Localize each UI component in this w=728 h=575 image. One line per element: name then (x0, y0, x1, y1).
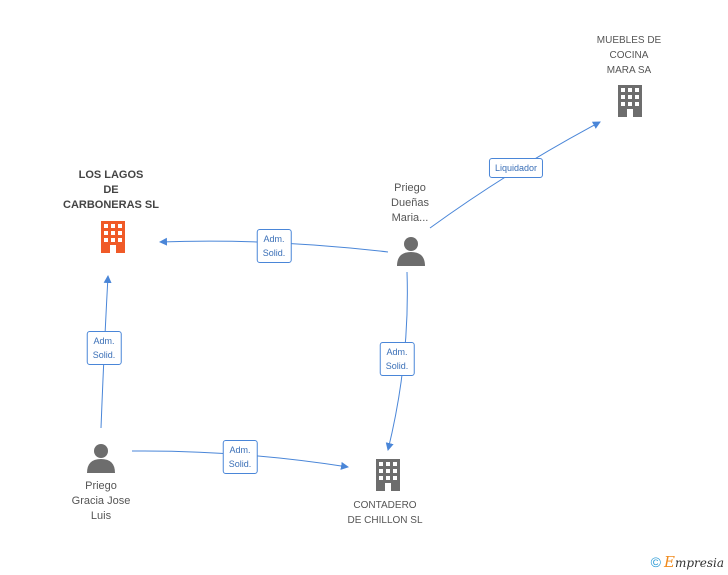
brand-name: Empresia (663, 553, 724, 571)
building-icon-highlight[interactable] (101, 221, 125, 253)
building-icon[interactable] (615, 85, 645, 117)
node-label-gracia[interactable]: Priego Gracia Jose Luis (71, 480, 131, 522)
node-label-muebles[interactable]: MUEBLES DE COCINA MARA SA (596, 35, 662, 76)
edge-label-liquidador: Liquidador (488, 158, 544, 178)
building-icon[interactable] (376, 459, 400, 491)
person-icon[interactable] (87, 444, 115, 473)
edge-label-adm-solid: Adm. Solid. (222, 440, 258, 474)
edge-label-adm-solid: Adm. Solid. (256, 229, 292, 263)
person-icon[interactable] (397, 237, 425, 266)
copyright-icon: © (650, 554, 661, 570)
edge-label-adm-solid: Adm. Solid. (379, 342, 415, 376)
empresia-brand: © Empresia (651, 553, 724, 571)
node-label-contadero[interactable]: CONTADERO DE CHILLON SL (347, 500, 423, 526)
node-label-lagos[interactable]: LOS LAGOS DE CARBONERAS SL (63, 169, 159, 211)
node-label-duenas[interactable]: Priego Dueñas Maria... (391, 182, 429, 224)
edge-label-adm-solid: Adm. Solid. (86, 331, 122, 365)
